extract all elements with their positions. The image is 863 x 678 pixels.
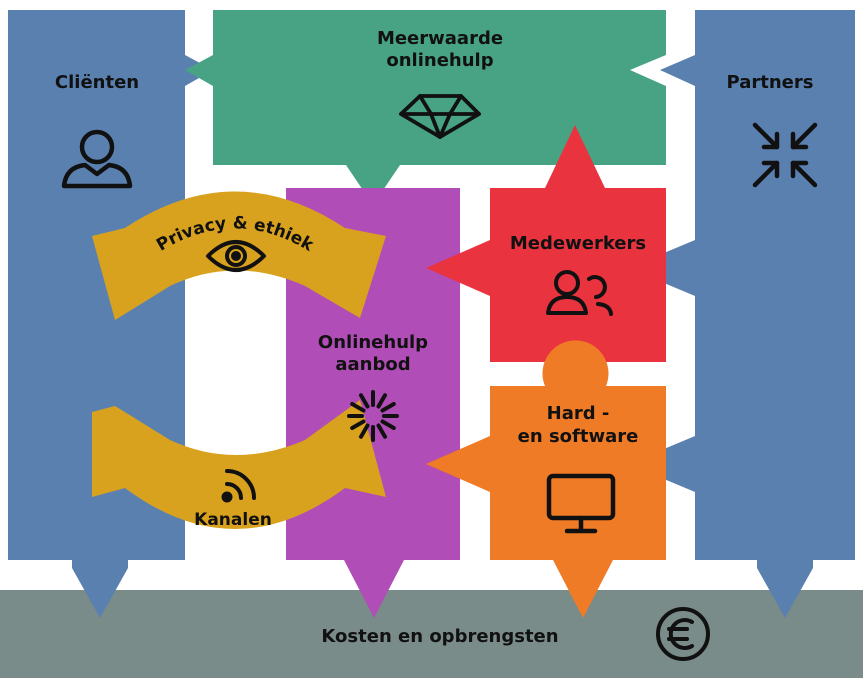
spinner-ray (350, 419, 366, 430)
hardware-label-line2: en software (518, 426, 639, 447)
meerwaarde-label-line2: onlinehulp (386, 50, 493, 71)
kanalen-label: Kanalen (194, 510, 272, 530)
clienten-block (8, 10, 213, 618)
aanbod-label-line2: aanbod (335, 354, 410, 375)
hardware-label-line1: Hard - (547, 403, 610, 424)
clienten-label: Cliënten (55, 72, 139, 93)
meerwaarde-label-line1: Meerwaarde (377, 28, 503, 49)
partners-label: Partners (727, 72, 814, 93)
arrows-inward-icon (752, 122, 818, 188)
spinner-ray (380, 419, 396, 430)
diamond-icon (399, 94, 481, 139)
kosten-block (0, 590, 863, 678)
spinner-ray (380, 402, 396, 413)
spinner-ray (359, 423, 370, 439)
kosten-label: Kosten en opbrengsten (321, 626, 558, 647)
euro-icon (656, 607, 710, 661)
monitor-icon (546, 473, 616, 534)
person-icon (61, 129, 133, 189)
spinner-icon (347, 390, 399, 442)
rss-icon (221, 469, 256, 503)
hardware-block (426, 340, 666, 618)
spinner-ray (376, 423, 387, 439)
aanbod-label-line1: Onlinehulp (318, 332, 428, 353)
spinner-ray (359, 393, 370, 409)
spinner-ray (376, 393, 387, 409)
people-icon (546, 270, 613, 316)
medewerkers-block (426, 125, 666, 362)
kanalen-cycle-arrow (92, 400, 386, 529)
eye-icon (206, 240, 266, 272)
spinner-ray (350, 402, 366, 413)
medewerkers-label: Medewerkers (510, 233, 646, 254)
